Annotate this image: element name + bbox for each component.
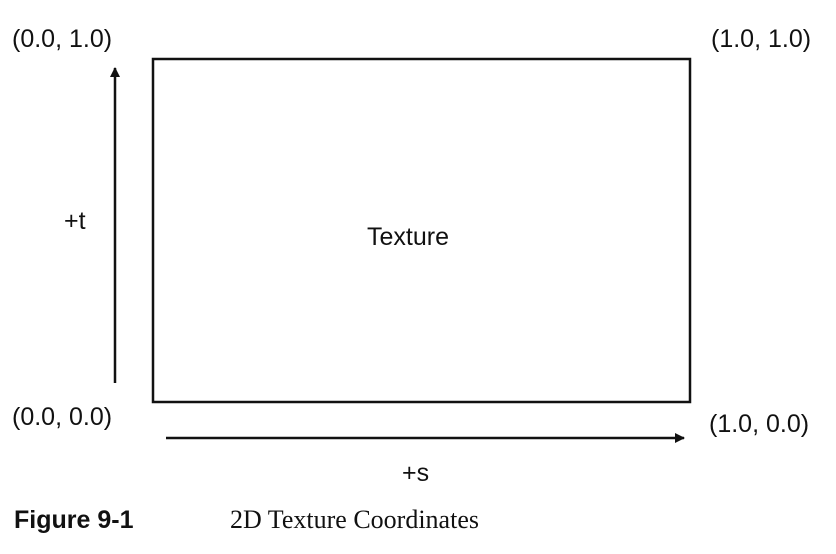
corner-label-bottom-left: (0.0, 0.0) bbox=[12, 403, 112, 431]
corner-label-top-right: (1.0, 1.0) bbox=[711, 25, 811, 53]
figure-caption: Figure 9-1 2D Texture Coordinates bbox=[14, 500, 479, 540]
texture-rectangle bbox=[151, 57, 692, 404]
figure-title: 2D Texture Coordinates bbox=[230, 505, 479, 534]
corner-label-bottom-right: (1.0, 0.0) bbox=[709, 410, 809, 438]
corner-label-top-left: (0.0, 1.0) bbox=[12, 25, 112, 53]
texture-label: Texture bbox=[367, 223, 449, 251]
t-axis-label: +t bbox=[64, 207, 86, 235]
figure-number: Figure 9-1 bbox=[14, 506, 134, 534]
s-axis-label: +s bbox=[402, 459, 429, 487]
